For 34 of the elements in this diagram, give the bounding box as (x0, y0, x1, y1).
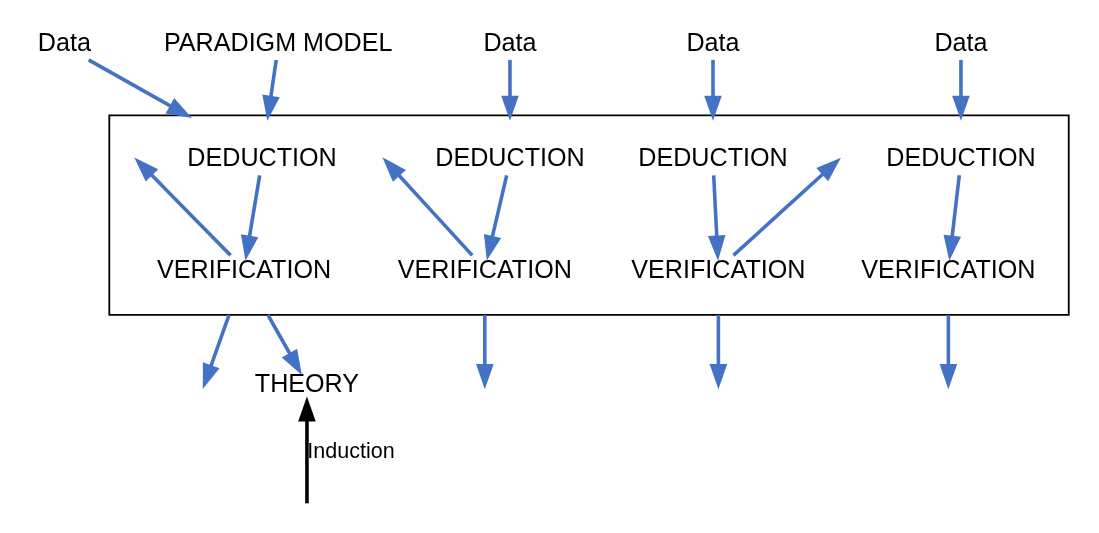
edge-label: Induction (307, 437, 395, 463)
arrow (134, 156, 232, 257)
node-text: VERIFICATION (861, 253, 1036, 282)
arrow (202, 313, 231, 389)
arrow (483, 174, 509, 261)
arrow (943, 174, 962, 261)
arrow (266, 313, 302, 375)
cluster (108, 114, 1070, 316)
node-text: DEDUCTION (435, 142, 585, 171)
arrow (298, 395, 316, 503)
arrow (709, 314, 728, 389)
node-text: DEDUCTION (886, 142, 1036, 171)
node-text: PARADIGM MODEL (163, 27, 393, 56)
arrow (732, 157, 841, 257)
arrow (87, 57, 192, 118)
arrow (952, 59, 970, 121)
node-text: DEDUCTION (638, 142, 788, 171)
node-text: VERIFICATION (156, 253, 332, 282)
arrow (262, 59, 280, 121)
arrow (382, 156, 474, 257)
arrow (240, 174, 262, 261)
node-text: Data (934, 27, 988, 56)
node-text: Data (37, 27, 91, 56)
node-text: Data (686, 27, 740, 56)
arrow (501, 59, 519, 121)
arrow (939, 314, 958, 389)
node-text: Data (483, 27, 537, 56)
node-text: THEORY (254, 368, 360, 397)
arrow (704, 59, 722, 121)
arrow (476, 314, 494, 389)
node-text: DEDUCTION (187, 142, 337, 171)
node-text: VERIFICATION (631, 253, 806, 282)
arrow (707, 174, 726, 261)
node-text: VERIFICATION (397, 253, 572, 282)
